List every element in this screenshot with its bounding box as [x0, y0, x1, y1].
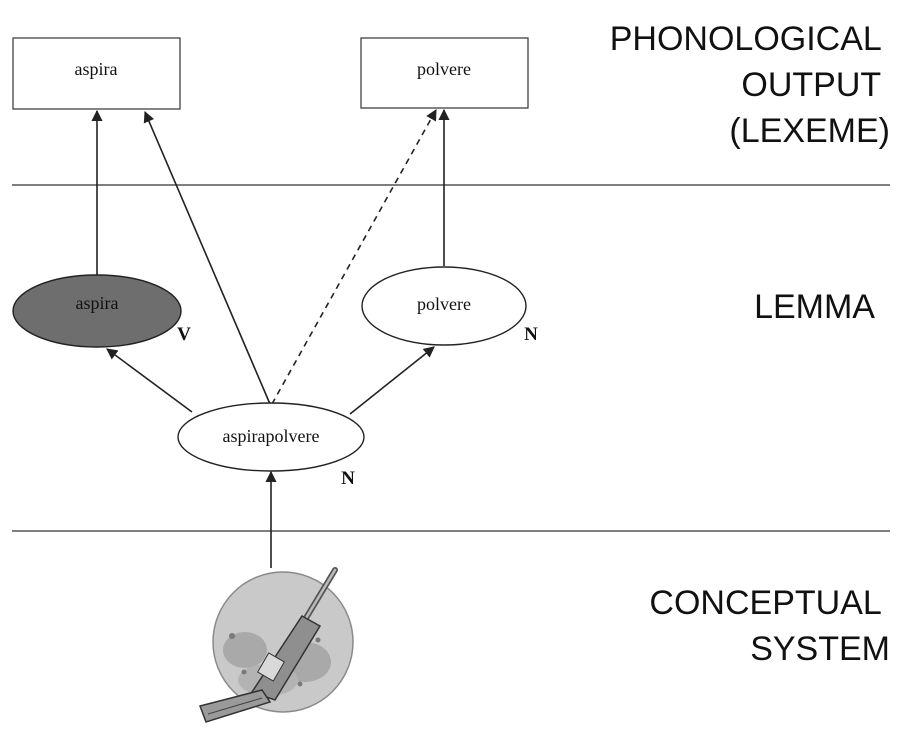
arrow-compound-to-lexeme-aspira [143, 110, 271, 405]
lexeme-label-aspira: aspira [75, 59, 118, 79]
lemma-pos-compound: N [341, 468, 355, 489]
lexeme-label-polvere: polvere [417, 59, 471, 79]
lemma-node-polvere [361, 266, 527, 346]
lemma-pos-polvere: N [524, 324, 538, 345]
arrow-compound-to-lemma-polvere [349, 346, 435, 415]
level-label-phonological: PHONOLOGICAL OUTPUT (LEXEME) [610, 20, 890, 150]
lemma-label-compound: aspirapolvere [223, 426, 320, 446]
level-label-lemma: LEMMA [754, 288, 875, 326]
arrow-compound-to-lemma-aspira [106, 348, 193, 413]
lemma-label-aspira: aspira [76, 293, 119, 313]
vacuum-cleaner-icon [199, 567, 354, 723]
lexeme-box-polvere [360, 37, 529, 109]
arrow-compound-to-lexeme-polvere-dashed [271, 109, 437, 405]
lemma-node-aspira [12, 274, 182, 348]
lemma-label-polvere: polvere [417, 294, 471, 314]
lemma-node-compound [177, 402, 365, 472]
lemma-pos-aspira: V [177, 324, 191, 345]
lexeme-box-aspira [12, 37, 181, 110]
level-label-conceptual: CONCEPTUAL SYSTEM [649, 584, 890, 668]
